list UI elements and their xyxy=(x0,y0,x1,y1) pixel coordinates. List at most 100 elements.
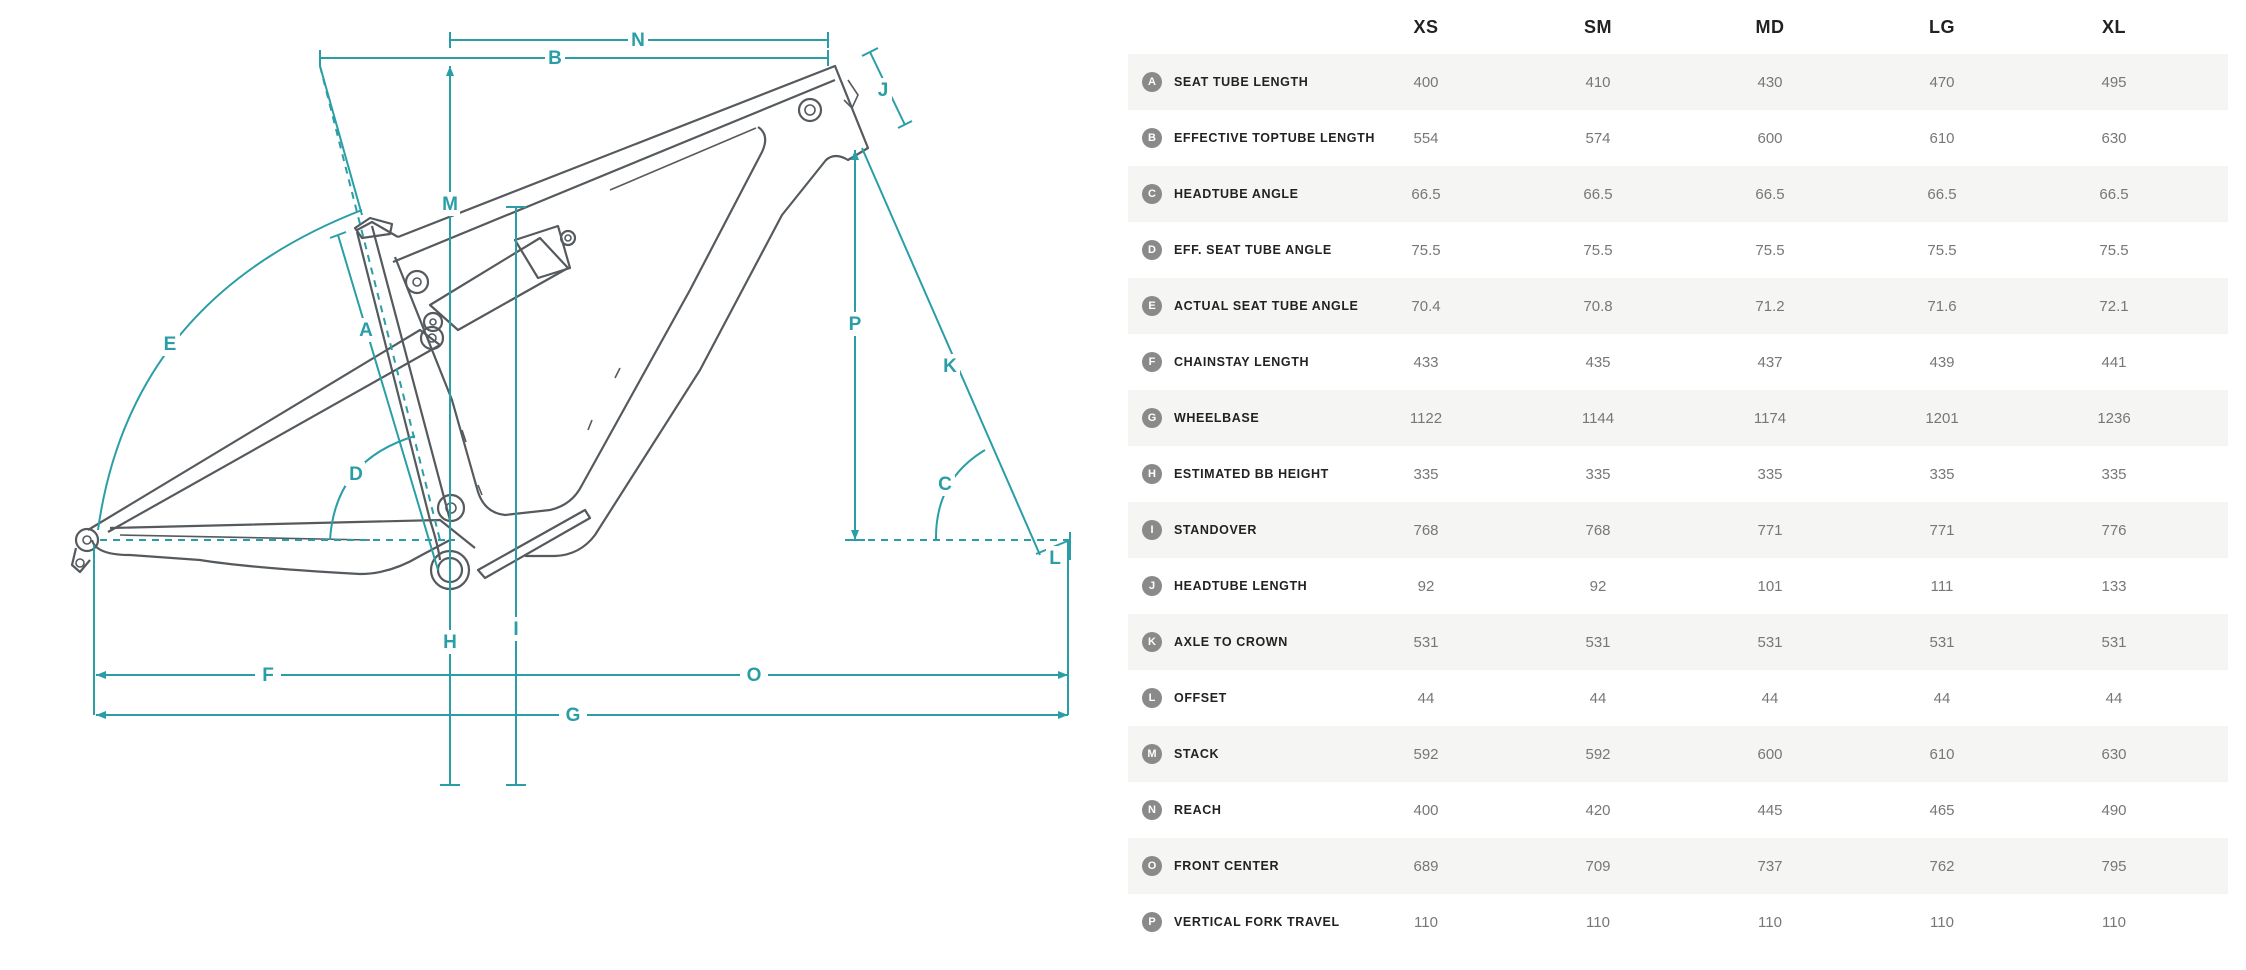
measurement-letter-badge: J xyxy=(1142,576,1162,596)
value-cell-xs: 92 xyxy=(1417,577,1435,595)
value-cell-md: 101 xyxy=(1757,577,1783,595)
value-cell-xl: 441 xyxy=(2101,353,2127,371)
dim-label-a: A xyxy=(359,320,373,341)
measurement-letter-badge: C xyxy=(1142,184,1162,204)
value-cell-lg: 610 xyxy=(1929,745,1955,763)
dim-label-b: B xyxy=(548,48,562,69)
value-cell-md: 430 xyxy=(1757,73,1783,91)
size-header-sm: SM xyxy=(1584,16,1612,37)
value-cell-lg: 111 xyxy=(1930,577,1954,595)
dim-label-p: P xyxy=(849,314,862,335)
value-cell-xl: 531 xyxy=(2101,633,2127,651)
value-cell-lg: 531 xyxy=(1929,633,1955,651)
measurement-letter-badge: I xyxy=(1142,520,1162,540)
value-cell-xs: 75.5 xyxy=(1411,241,1441,259)
measurement-letter-badge: G xyxy=(1142,408,1162,428)
measurement-name: OFFSET xyxy=(1174,691,1227,705)
value-cell-xs: 531 xyxy=(1413,633,1439,651)
value-cell-sm: 574 xyxy=(1585,129,1611,147)
measurement-name: REACH xyxy=(1174,803,1222,817)
value-cell-lg: 75.5 xyxy=(1927,241,1957,259)
dimension-lines xyxy=(93,32,1071,786)
value-cell-md: 66.5 xyxy=(1755,185,1785,203)
value-cell-sm: 420 xyxy=(1585,801,1611,819)
value-cell-sm: 335 xyxy=(1585,465,1611,483)
size-header-md: MD xyxy=(1755,16,1785,37)
value-cell-xl: 1236 xyxy=(2097,409,2131,427)
value-cell-xl: 495 xyxy=(2101,73,2127,91)
measurement-letter-badge: O xyxy=(1142,856,1162,876)
value-cell-xs: 44 xyxy=(1417,689,1435,707)
value-cell-md: 1174 xyxy=(1753,409,1787,427)
value-cell-xl: 490 xyxy=(2101,801,2127,819)
value-cell-lg: 1201 xyxy=(1925,409,1959,427)
value-cell-md: 445 xyxy=(1757,801,1783,819)
value-cell-lg: 66.5 xyxy=(1927,185,1957,203)
measurement-name: SEAT TUBE LENGTH xyxy=(1174,75,1309,89)
measurement-name: HEADTUBE ANGLE xyxy=(1174,187,1299,201)
value-cell-lg: 44 xyxy=(1933,689,1951,707)
value-cell-md: 71.2 xyxy=(1755,297,1785,315)
value-cell-xl: 66.5 xyxy=(2099,185,2129,203)
value-cell-xs: 554 xyxy=(1413,129,1439,147)
value-cell-xs: 768 xyxy=(1413,521,1439,539)
measurement-name: STACK xyxy=(1174,747,1220,761)
measurement-name: AXLE TO CROWN xyxy=(1174,635,1288,649)
value-cell-sm: 435 xyxy=(1585,353,1611,371)
dim-label-k: K xyxy=(943,356,957,377)
value-cell-xs: 110 xyxy=(1414,913,1438,931)
dim-label-i: I xyxy=(513,619,518,640)
value-cell-sm: 44 xyxy=(1589,689,1607,707)
value-cell-xl: 630 xyxy=(2101,745,2127,763)
value-cell-lg: 335 xyxy=(1929,465,1955,483)
size-header-xl: XL xyxy=(2101,16,2126,37)
dim-label-o: O xyxy=(747,665,762,686)
value-cell-md: 737 xyxy=(1757,857,1783,875)
dim-label-l: L xyxy=(1049,548,1061,569)
measurement-name: FRONT CENTER xyxy=(1174,859,1280,873)
value-cell-xl: 795 xyxy=(2101,857,2127,875)
value-cell-md: 531 xyxy=(1757,633,1783,651)
measurement-letter-badge: P xyxy=(1142,912,1162,932)
measurement-letter-badge: D xyxy=(1142,240,1162,260)
measurement-letter-badge: E xyxy=(1142,296,1162,316)
value-cell-xs: 66.5 xyxy=(1411,185,1441,203)
value-cell-sm: 66.5 xyxy=(1583,185,1613,203)
value-cell-xs: 400 xyxy=(1413,73,1439,91)
value-cell-xl: 335 xyxy=(2101,465,2127,483)
value-cell-md: 335 xyxy=(1757,465,1783,483)
dim-label-m: M xyxy=(442,194,458,215)
value-cell-xl: 75.5 xyxy=(2099,241,2129,259)
value-cell-md: 600 xyxy=(1757,129,1783,147)
dim-label-e: E xyxy=(164,334,177,355)
value-cell-md: 110 xyxy=(1758,913,1782,931)
measurement-name: CHAINSTAY LENGTH xyxy=(1174,355,1310,369)
measurement-letter-badge: A xyxy=(1142,72,1162,92)
measurement-letter-badge: K xyxy=(1142,632,1162,652)
dim-label-d: D xyxy=(349,464,363,485)
table-header-row: XS SM MD LG XL xyxy=(1128,0,2228,54)
measurement-letter-badge: M xyxy=(1142,744,1162,764)
value-cell-xl: 630 xyxy=(2101,129,2127,147)
value-cell-sm: 709 xyxy=(1585,857,1611,875)
value-cell-lg: 465 xyxy=(1929,801,1955,819)
value-cell-xl: 72.1 xyxy=(2099,297,2129,315)
measurement-letter-badge: L xyxy=(1142,688,1162,708)
